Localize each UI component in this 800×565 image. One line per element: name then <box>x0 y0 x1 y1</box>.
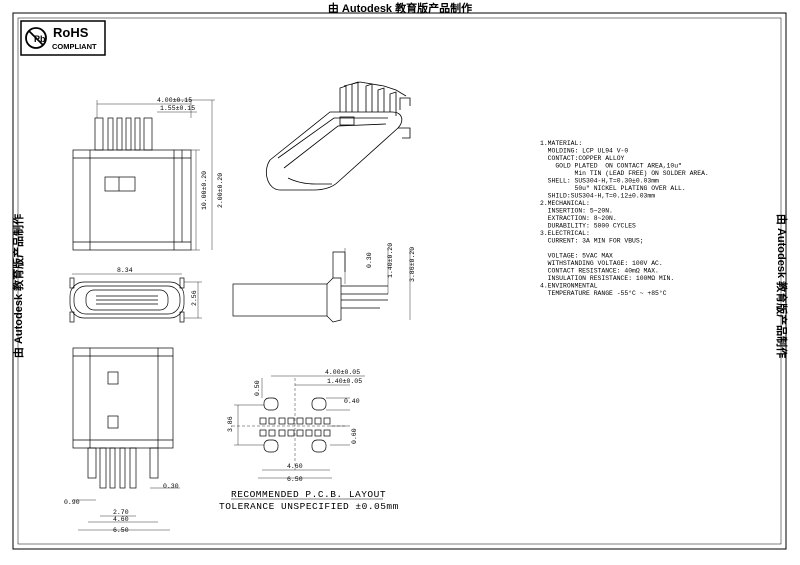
rohs-main-text: RoHS <box>53 25 89 40</box>
iso-view <box>266 81 411 191</box>
spec-note-line: SHILD:SUS304-H,T=0.12±0.03mm <box>540 193 655 200</box>
rohs-logo: Pb RoHS COMPLIANT <box>20 20 106 56</box>
dim-end-height: 2.56 <box>191 290 198 306</box>
dim-pcb-bottom1: 4.60 <box>287 463 303 470</box>
rohs-sub-text: COMPLIANT <box>52 42 97 51</box>
spec-note-line: EXTRACTION: 8~20N. <box>540 215 617 222</box>
dim-front-inner: 1.55±0.15 <box>160 105 195 112</box>
spec-note-line: CONTACT RESISTANCE: 40mΩ MAX. <box>540 268 659 275</box>
spec-note-line: TEMPERATURE RANGE -55°C ~ +85°C <box>540 289 667 297</box>
spec-note-line: 50u" NICKEL PLATING OVER ALL. <box>540 185 686 192</box>
spec-note-line: VOLTAGE: 5VAC MAX <box>540 253 613 260</box>
dim-side-d1: 0.30 <box>366 252 373 268</box>
spec-note-line: SHELL: SUS304-H,T=0.30±0.03mm <box>540 178 659 185</box>
dim-front-width: 4.00±0.15 <box>157 97 192 104</box>
spec-note-line: INSERTION: 5~20N. <box>540 208 613 215</box>
dim-pcb-bottom2: 6.50 <box>287 476 303 483</box>
dim-front-height1: 10.00±0.20 <box>201 171 208 210</box>
dim-side-d2: 1.40±0.20 <box>387 243 394 278</box>
spec-note-line: GOLD PLATED ON CONTACT AREA,10u" <box>540 163 682 170</box>
spec-note-line: MOLDING: LCP UL94 V-0 <box>540 148 628 155</box>
dim-bottom-d5: 6.50 <box>113 527 129 534</box>
svg-text:Pb: Pb <box>34 34 46 44</box>
end-view <box>69 277 185 323</box>
spec-note-line: DURABILITY: 5000 CYCLES <box>540 223 636 230</box>
spec-note-line: Min TIN (LEAD FREE) ON SOLDER AREA. <box>540 170 709 177</box>
spec-note-line: 1.MATERIAL: <box>540 140 582 147</box>
spec-note-line: 2.MECHANICAL: <box>540 200 590 207</box>
bottom-view <box>72 347 174 489</box>
dim-front-height2: 2.00±0.20 <box>217 173 224 208</box>
dim-bottom-d1: 0.90 <box>64 499 80 506</box>
front-view <box>72 117 192 251</box>
dim-pcb-pad: 0.50 <box>254 380 261 396</box>
side-view <box>232 251 388 323</box>
dim-pcb-top1: 4.00±0.05 <box>325 369 360 376</box>
front-view-dims <box>96 99 215 251</box>
dim-end-width: 8.34 <box>117 267 133 274</box>
pcb-caption-title: RECOMMENDED P.C.B. LAYOUT <box>231 489 386 500</box>
dim-pcb-right2: 0.60 <box>351 428 358 444</box>
spec-note-line: INSULATION RESISTANCE: 100MΩ MIN. <box>540 275 674 282</box>
dim-pcb-right: 0.40 <box>344 398 360 405</box>
dim-pcb-top2: 1.40±0.05 <box>327 378 362 385</box>
spec-note-line: CONTACT:COPPER ALLOY <box>540 155 625 162</box>
spec-note-line: CURRENT: 3A MIN FOR VBUS; <box>540 238 644 245</box>
dim-bottom-d2: 0.30 <box>163 483 179 490</box>
spec-note-line: 4.ENVIRONMENTAL <box>540 283 598 290</box>
dim-bottom-d4: 4.60 <box>113 516 129 523</box>
pcb-layout <box>259 397 331 453</box>
spec-notes: 1.MATERIAL: MOLDING: LCP UL94 V-0 CONTAC… <box>540 140 709 297</box>
pcb-caption-tolerance: TOLERANCE UNSPECIFIED ±0.05mm <box>219 501 399 512</box>
watermark-top: 由 Autodesk 教育版产品制作 <box>327 3 473 15</box>
dim-pcb-left: 3.86 <box>227 416 234 432</box>
dim-bottom-d3: 2.70 <box>113 509 129 516</box>
spec-note-line: WITHSTANDING VOLTAGE: 100V AC. <box>540 260 663 267</box>
sheet-border <box>12 12 787 550</box>
dim-side-d3: 3.86±0.20 <box>409 247 416 282</box>
spec-note-line: 3.ELECTRICAL: <box>540 230 590 237</box>
